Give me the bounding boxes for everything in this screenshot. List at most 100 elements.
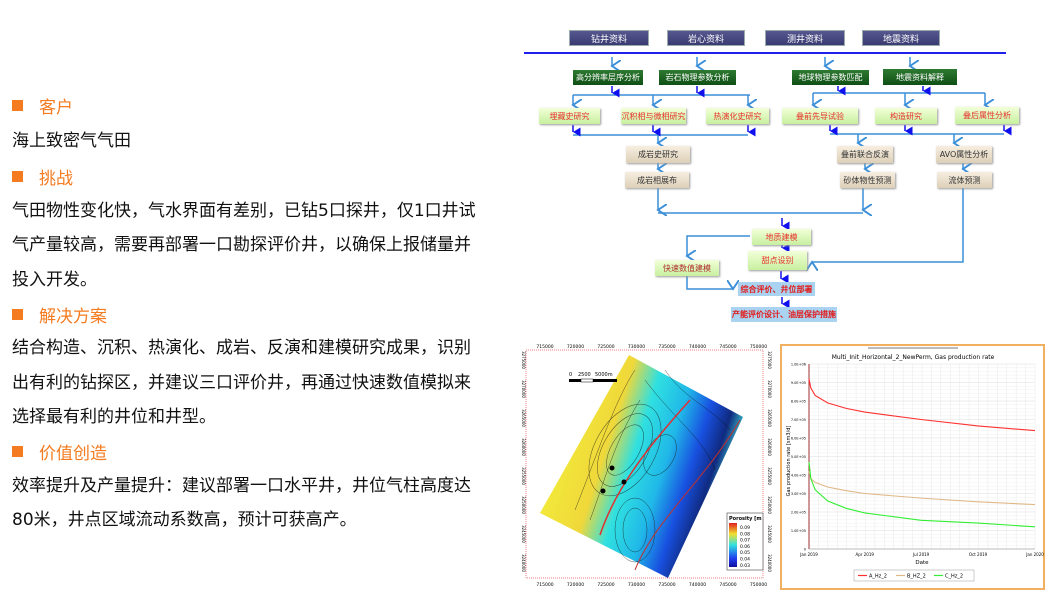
flow-study-box: 构造研究	[875, 108, 937, 124]
flowchart-connectors	[524, 52, 1012, 309]
y-tick-label: 2.0E+05	[791, 511, 806, 515]
challenge-text: 气田物性变化快，气水界面有差别，已钻5口探井，仅1口井试气产量较高，需要再部署一…	[12, 200, 476, 290]
flow-study-box: 叠前先导试验	[782, 108, 858, 124]
map-x-tick: 735000	[658, 344, 675, 350]
legend-label: C_Hz_2	[945, 574, 963, 580]
flow-geo-model: 地质建模	[752, 229, 811, 245]
series-line-B_HZ_2	[808, 471, 1036, 506]
map-x-tick: 715000	[536, 582, 553, 588]
map-y-tick: 3255000	[767, 467, 772, 485]
value-text: 效率提升及产量提升：建议部署一口水平井，井位气柱高度达80米，井点区域流动系数高…	[12, 475, 471, 531]
map-y-tick: 3275000	[521, 351, 526, 369]
well-marker	[621, 479, 627, 485]
x-tick-label: Jan 2020	[1025, 552, 1044, 557]
map-y-tick: 3240000	[521, 554, 526, 572]
flow-source-drilling: 钻井资料	[569, 30, 649, 46]
y-tick-label: 6.0E+05	[791, 437, 806, 441]
well-marker	[609, 465, 615, 471]
legend-tick: 0.03	[740, 563, 750, 569]
x-axis-label: Date	[915, 560, 929, 566]
y-tick-label: 5.0E+05	[791, 455, 806, 459]
fault-line	[634, 419, 741, 571]
customer-text: 海上致密气气田	[12, 131, 131, 151]
y-tick-label: 1.0E+06	[791, 363, 806, 367]
flow-study-box: 热演化史研究	[706, 108, 769, 124]
bullet-square-icon	[12, 446, 23, 457]
bullet-square-icon	[12, 171, 23, 182]
map-y-tick: 3240000	[767, 554, 772, 572]
legend-tick: 0.07	[740, 538, 750, 544]
bullet-square-icon	[12, 308, 23, 320]
map-y-tick: 3255000	[521, 467, 526, 485]
legend-tick: 0.09	[740, 525, 750, 531]
flow-tan-box: 砂体物性预测	[840, 172, 895, 188]
x-tick-label: Jul 2019	[912, 552, 930, 557]
map-y-tick: 3245000	[767, 525, 772, 543]
scale-label: 0	[569, 372, 572, 378]
flow-tan-box: 成岩史研究	[626, 146, 690, 163]
y-tick-label: 3.0E+05	[791, 492, 806, 496]
map-y-tick: 3250000	[521, 496, 526, 514]
map-x-tick: 740000	[689, 582, 706, 588]
flow-tan-box: AVO属性分析	[936, 146, 992, 163]
y-tick-label: 8.0E+05	[791, 400, 806, 404]
contour-lines	[574, 369, 731, 563]
flow-analysis-box: 地球物理参数匹配	[792, 70, 869, 85]
flow-source-logging: 测井资料	[765, 30, 845, 46]
y-tick-label: 7.0E+05	[791, 418, 806, 422]
flow-source-core: 岩心资料	[667, 30, 745, 46]
legend-tick: 0.08	[740, 531, 750, 537]
legend-box	[853, 569, 975, 582]
x-tick-label: Oct 2019	[969, 552, 988, 557]
porosity-surface	[540, 355, 743, 578]
section-challenge-heading: 挑战	[12, 164, 482, 190]
map-y-tick: 3250000	[767, 496, 772, 514]
x-tick-label: Jan 2019	[799, 552, 818, 557]
map-y-tick: 3260000	[521, 438, 526, 456]
map-y-tick: 3275000	[767, 351, 772, 369]
series-line-A_Hz_2	[808, 378, 1036, 432]
map-x-tick: 725000	[597, 344, 614, 350]
map-x-tick: 720000	[567, 344, 584, 350]
map-x-tick: 750000	[750, 582, 767, 588]
flow-tan-box: 成岩相展布	[625, 172, 689, 188]
y-axis-label: Gas production rate [sm3/d]	[786, 426, 792, 497]
map-x-tick: 745000	[719, 344, 736, 350]
flow-study-box: 叠后属性分析	[955, 107, 1019, 124]
legend-title: Porosity [m	[729, 516, 762, 522]
fault-line	[599, 399, 691, 536]
legend-tick: 0.06	[740, 544, 750, 550]
flow-sweet-spot: 甜点设别	[748, 251, 807, 270]
porosity-legend: Porosity [m 0.090.080.070.060.050.040.03	[726, 512, 764, 571]
section-customer-heading: 客户	[12, 92, 482, 118]
gas-production-chart[interactable]: Multi_Init_Horizontal_2_NewPerm, Gas pro…	[780, 344, 1046, 591]
legend-tick: 0.04	[740, 557, 750, 563]
y-tick-label: 0	[804, 548, 806, 552]
flow-analysis-box: 高分辨率层序分析	[573, 70, 643, 85]
section-solution-heading: 解决方案	[12, 301, 482, 327]
legend-tick: 0.05	[740, 550, 750, 556]
well-marker	[600, 488, 606, 494]
flow-fast-sim: 快速数值建模	[655, 260, 719, 276]
flow-tan-box: 流体预测	[937, 172, 992, 188]
map-y-tick: 3270000	[521, 380, 526, 398]
map-y-tick: 3260000	[767, 438, 772, 456]
y-tick-label: 9.0E+05	[791, 381, 806, 385]
map-x-tick: 720000	[567, 582, 584, 588]
flow-analysis-box: 地震资料解释	[883, 69, 957, 85]
map-y-tick: 3265000	[767, 409, 772, 427]
map-x-tick: 745000	[719, 582, 736, 588]
scale-label: 2500	[578, 372, 591, 378]
map-x-tick: 730000	[628, 344, 645, 350]
flow-evaluation: 综合评价、井位部署	[738, 282, 815, 296]
map-x-tick: 725000	[597, 582, 614, 588]
map-x-tick: 735000	[658, 582, 675, 588]
flow-study-box: 沉积相与微相研究	[621, 108, 686, 124]
legend-label: B_HZ_2	[907, 574, 926, 580]
case-text: 客户 海上致密气气田 挑战 气田物性变化快，气水界面有差别，已钻5口探井，仅1口…	[12, 92, 482, 542]
solution-text: 结合构造、沉积、热演化、成岩、反演和建模研究成果，识别出有利的钻探区，并建议三口…	[12, 338, 471, 427]
scale-label: 5000m	[595, 372, 613, 378]
map-y-tick: 3265000	[521, 409, 526, 427]
flow-study-box: 埋藏史研究	[539, 108, 600, 124]
